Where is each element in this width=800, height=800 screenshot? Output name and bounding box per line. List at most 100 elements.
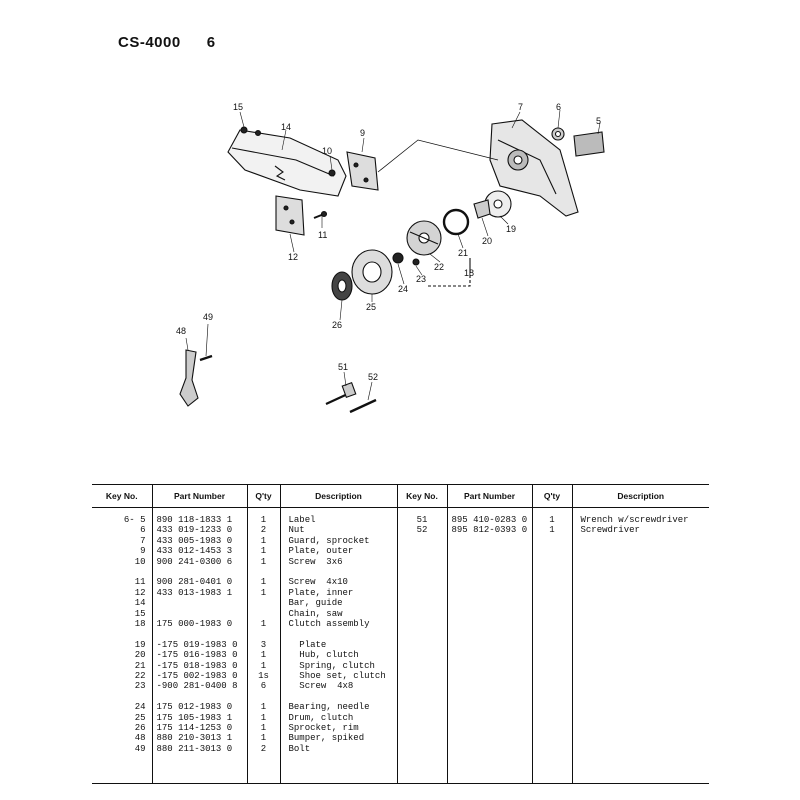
callout-9: 9	[360, 128, 365, 138]
callout-48: 48	[176, 326, 186, 336]
cell-qty: 2	[260, 525, 267, 536]
cell-qty: 1	[260, 733, 267, 744]
cell-qty: 1	[260, 577, 267, 588]
cell-desc: Bearing, needle	[288, 702, 370, 713]
callout-5: 5	[596, 116, 601, 126]
cell-desc: Clutch assembly	[288, 619, 370, 630]
cell-part: 175 000-1983 0	[156, 619, 233, 630]
col-header-part-number: Part Number	[151, 484, 247, 508]
cell-part: 433 013-1983 1	[156, 587, 233, 598]
cell-desc: Drum, clutch	[288, 712, 354, 723]
cell-key: 51	[416, 515, 428, 525]
spiked-bumper-drawing	[179, 349, 199, 407]
cell-desc: Sprocket, rim	[288, 723, 359, 734]
cell-desc: Spring, clutch	[288, 660, 375, 671]
cell-part: -175 019-1983 0	[156, 639, 238, 650]
cell-qty: 1	[549, 515, 555, 525]
callout-51: 51	[338, 362, 348, 372]
cell-part: -175 016-1983 0	[156, 650, 238, 661]
cell-desc: Guard, sprocket	[288, 535, 370, 546]
cell-qty: 1s	[258, 671, 269, 682]
wrench-drawing	[325, 381, 357, 405]
cell-part: 175 105-1983 1	[156, 712, 233, 723]
cell-key: 14	[134, 598, 146, 609]
cell-desc: Screw 4x8	[288, 681, 354, 692]
parts-table: Key No. Part Number Q'ty Description Key…	[92, 484, 709, 784]
cell-part: 880 210-3013 1	[156, 733, 233, 744]
screw-11-drawing	[313, 210, 328, 219]
callout-22: 22	[434, 262, 444, 272]
rim-sprocket-26-drawing	[331, 271, 353, 301]
callout-18: 18	[464, 268, 474, 278]
cell-key: 20	[134, 650, 146, 661]
callout-19: 19	[506, 224, 516, 234]
cell-part: 175 012-1983 0	[156, 702, 233, 713]
cell-desc: Bolt	[288, 743, 311, 754]
page-number: 6	[206, 34, 216, 51]
col-header-key-no: Key No.	[92, 484, 152, 508]
cell-key: 23	[134, 681, 146, 692]
cell-qty: 1	[260, 660, 267, 671]
callout-49: 49	[203, 312, 213, 322]
cell-key: 15	[134, 608, 146, 619]
cell-desc: Screw 3x6	[288, 556, 343, 567]
cell-part: -175 018-1983 0	[156, 660, 238, 671]
callout-21: 21	[458, 248, 468, 258]
cell-key: 22	[134, 671, 146, 682]
col-header-description-2: Description	[571, 484, 709, 508]
cell-part	[157, 609, 247, 619]
cell-part: -175 002-1983 0	[156, 671, 238, 682]
clutch-shoe-set-22-drawing	[406, 220, 442, 256]
outer-plate-drawing	[346, 151, 379, 191]
clutch-screw-23-drawing	[412, 258, 420, 266]
needle-bearing-24-drawing	[392, 252, 404, 264]
cell-key: 25	[134, 712, 146, 723]
cell-key: 18	[134, 619, 146, 630]
cell-desc: Shoe set, clutch	[288, 671, 386, 682]
cell-desc: Bumper, spiked	[288, 733, 365, 744]
cell-key: 19	[134, 639, 146, 650]
cell-part: 880 211-3013 0	[156, 743, 233, 754]
screwdriver-drawing	[349, 398, 377, 414]
clutch-spring-21-drawing	[442, 208, 470, 236]
cell-part: 900 281-0401 0	[156, 577, 233, 588]
cell-qty: 1	[260, 702, 267, 713]
cell-key: 11	[134, 577, 146, 588]
cell-desc: Hub, clutch	[288, 650, 359, 661]
cell-qty: 1	[260, 515, 267, 525]
cell-qty	[248, 609, 280, 619]
cell-part: 900 241-0300 6	[156, 556, 233, 567]
cell-desc: Plate	[288, 639, 327, 650]
col-header-qty-2: Q'ty	[531, 484, 572, 508]
sprocket-guard-drawing	[489, 119, 579, 217]
cell-key: 21	[134, 660, 146, 671]
cell-qty	[248, 598, 280, 608]
callout-15: 15	[233, 102, 243, 112]
cell-part	[157, 598, 247, 608]
cell-desc: Plate, inner	[288, 587, 354, 598]
callout-23: 23	[416, 274, 426, 284]
cell-part: 895 410-0283 0	[451, 515, 528, 525]
cell-qty: 3	[260, 639, 267, 650]
cell-desc: Bar, guide	[288, 598, 343, 609]
col-header-qty: Q'ty	[246, 484, 280, 508]
cell-part: -900 281-0400 8	[156, 681, 238, 692]
cell-desc: Screwdriver	[580, 525, 640, 536]
inner-plate-drawing	[275, 195, 305, 236]
callout-7: 7	[518, 102, 523, 112]
clutch-drum-25-drawing	[351, 249, 393, 295]
cell-qty: 1	[260, 712, 267, 723]
cell-qty: 1	[260, 556, 267, 567]
cell-part: 890 118-1833 1	[156, 515, 233, 525]
callout-12: 12	[288, 252, 298, 262]
nut-drawing	[551, 127, 565, 141]
